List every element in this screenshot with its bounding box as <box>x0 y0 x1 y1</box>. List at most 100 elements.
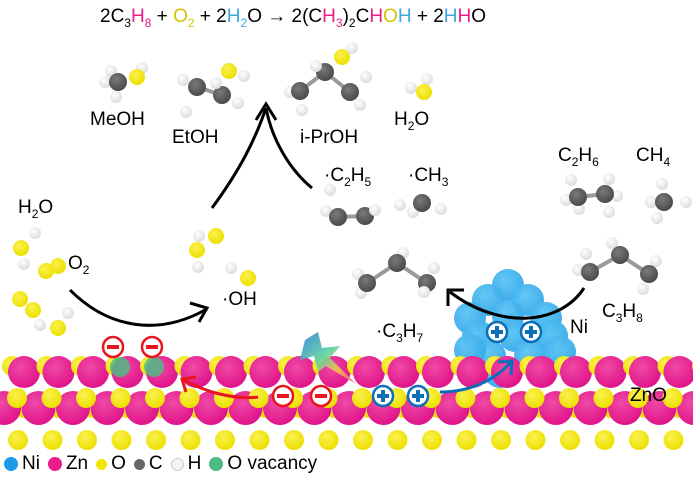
electron-transfer-arrow <box>183 378 259 400</box>
label-part: 5 <box>364 175 372 189</box>
h-atom <box>645 196 657 208</box>
label-part: CH <box>636 145 664 166</box>
o-atom <box>663 430 684 450</box>
equation-part: O <box>173 6 188 27</box>
h2o-main: H <box>394 109 408 130</box>
molecule <box>560 173 623 218</box>
h-atom <box>193 230 205 242</box>
electron-icon <box>309 384 333 408</box>
h-atom <box>180 106 192 118</box>
arrow-to-alcohols <box>210 107 268 209</box>
h-atom <box>320 205 332 217</box>
label-oh: ·OH <box>222 289 257 310</box>
equation-part: H <box>443 6 458 27</box>
legend-item: C <box>133 453 163 475</box>
o-atom <box>416 84 432 100</box>
legend-label: H <box>187 453 202 474</box>
o-atom <box>249 430 270 450</box>
equation-part: H <box>130 6 145 27</box>
legend-item: O <box>96 453 126 475</box>
label-part: H <box>402 321 417 342</box>
o-atom <box>110 388 131 408</box>
molecule <box>405 73 433 100</box>
label-part: ·C <box>376 321 397 342</box>
label-part: H <box>350 165 365 186</box>
h-atom <box>651 212 663 224</box>
h-atom <box>310 60 322 72</box>
label-part: 4 <box>663 155 671 169</box>
hole-transfer-arrow <box>439 362 512 394</box>
h-atom <box>369 204 381 216</box>
o-atom <box>50 258 66 274</box>
label-part: 7 <box>416 331 424 345</box>
o-atom <box>593 388 614 408</box>
c-atom <box>213 86 231 104</box>
o-atom <box>111 430 132 450</box>
o-atom <box>7 388 27 408</box>
c-atom <box>655 193 673 211</box>
legend-swatch-icon <box>170 457 184 471</box>
h-atom <box>346 42 358 54</box>
charges <box>101 320 543 408</box>
c-atom <box>388 254 406 272</box>
arrow-o2-to-oh <box>68 288 206 327</box>
label-zno: ZnO <box>630 385 667 406</box>
equation-part: 2 <box>187 16 195 30</box>
h-atom <box>324 184 336 196</box>
label-c2h5: ·C2H5 <box>324 166 371 188</box>
h-atom <box>603 173 615 185</box>
label-c2h6: C2H6 <box>558 146 599 168</box>
molecule <box>13 227 41 270</box>
zn-atom <box>8 356 40 388</box>
hole-arrowhead <box>497 359 514 376</box>
zn-atom <box>42 356 75 388</box>
o-atom <box>318 430 339 450</box>
h-atom <box>650 255 662 267</box>
label-part: 3 <box>396 331 403 345</box>
h-atom <box>572 264 584 276</box>
equation-part: 8 <box>144 16 152 30</box>
o-atom <box>422 430 442 450</box>
h-atom <box>656 178 668 190</box>
label-part: 2 <box>82 263 90 277</box>
molecule <box>99 62 148 103</box>
hole-icon <box>406 384 430 408</box>
legend-item: H <box>170 453 202 475</box>
h-atom <box>177 74 189 86</box>
o-atom <box>214 388 234 408</box>
light-bolt-icon <box>300 332 356 384</box>
o-atom <box>284 430 304 450</box>
equation-part: + 2 <box>194 6 227 27</box>
c-atom <box>611 246 629 264</box>
o-atom <box>524 388 545 408</box>
h-atom <box>34 319 46 331</box>
zn-atom <box>560 356 592 388</box>
h-atom <box>296 104 308 116</box>
molecule <box>284 42 372 116</box>
arrowhead-c3h7 <box>446 288 464 306</box>
label-part: 2 <box>31 207 39 221</box>
c-atom <box>358 274 376 292</box>
zn-atom <box>594 356 627 388</box>
label-c3h7: ·C3H7 <box>376 322 423 344</box>
label-part: ·C <box>324 165 345 186</box>
h-atom <box>435 203 447 215</box>
o-atom <box>189 242 205 258</box>
label-part: C <box>602 301 616 322</box>
o-atom <box>491 430 511 450</box>
equation-part: ) <box>342 6 349 27</box>
h-atom <box>405 82 417 94</box>
legend-label: C <box>148 453 163 474</box>
label-part: 6 <box>592 155 599 169</box>
c-atom <box>569 188 587 206</box>
zno-lattice-front <box>2 356 693 408</box>
o-vacancy <box>144 357 164 377</box>
label-part: 8 <box>636 311 643 325</box>
molecule <box>572 237 662 295</box>
label-part: H <box>578 145 593 166</box>
molecule <box>352 247 440 299</box>
h-atom <box>603 206 615 218</box>
o-atom <box>129 69 145 85</box>
arrowhead-oh <box>189 301 210 323</box>
